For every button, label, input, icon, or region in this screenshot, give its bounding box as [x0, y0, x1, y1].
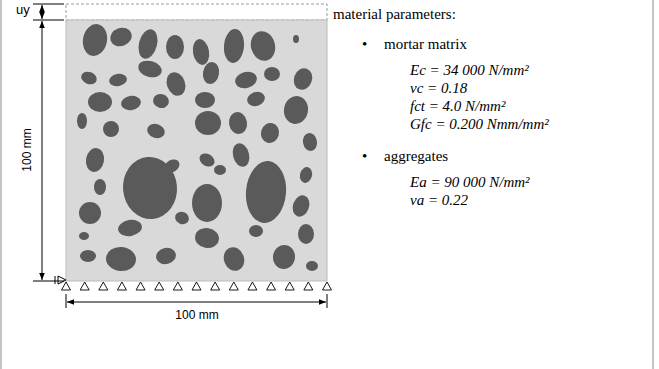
aggregate — [79, 202, 101, 224]
aggregate — [163, 70, 188, 99]
aggregate — [136, 58, 163, 80]
aggregate — [193, 226, 220, 250]
aggregate — [80, 250, 96, 262]
displaced-outline — [66, 4, 327, 20]
aggregate — [264, 67, 280, 81]
aggregate — [120, 94, 142, 111]
roller-support — [173, 282, 182, 290]
roller-support — [117, 282, 126, 290]
roller-support — [192, 282, 201, 290]
roller-support — [285, 282, 294, 290]
displacement-label: uy — [16, 3, 30, 18]
roller-support — [211, 282, 220, 290]
aggregate — [79, 70, 98, 87]
aggregate — [103, 121, 119, 137]
aggregate — [302, 132, 319, 152]
aggregate — [154, 246, 177, 267]
aggregate — [135, 27, 160, 61]
aggregate — [197, 151, 217, 169]
dimension-line — [42, 21, 43, 280]
bullet: • — [362, 36, 367, 53]
roller-support — [229, 282, 238, 290]
extension-line — [33, 281, 64, 282]
aggregate — [79, 232, 89, 240]
parameter-value: Gfc = 0.200 Nmm/mm² — [410, 116, 549, 133]
dimension-line — [67, 302, 326, 303]
aggregate — [94, 179, 106, 195]
dimension-text: 100 mm — [173, 309, 220, 323]
aggregate — [248, 28, 279, 63]
aggregate — [282, 94, 310, 126]
roller-support — [80, 282, 89, 290]
roller-support — [267, 282, 276, 290]
aggregate — [80, 22, 109, 58]
dimension-text: 100 mm — [21, 126, 35, 173]
roller-support — [304, 282, 313, 290]
pin-support — [58, 276, 66, 284]
roller-support — [248, 282, 257, 290]
aggregate — [230, 141, 252, 168]
extension-line — [66, 294, 67, 308]
aggregate — [195, 92, 215, 108]
aggregate — [293, 35, 299, 43]
aggregate — [291, 66, 315, 93]
extension-line — [33, 20, 64, 21]
aggregate — [306, 261, 318, 271]
bullet: • — [362, 148, 367, 165]
aggregate — [271, 243, 297, 270]
aggregate — [290, 193, 313, 219]
aggregate — [259, 121, 282, 145]
roller-support — [136, 282, 145, 290]
parameter-value: fct = 4.0 N/mm² — [410, 98, 505, 115]
aggregate — [151, 92, 170, 110]
aggregate — [88, 92, 112, 112]
parameter-value: Ec = 34 000 N/mm² — [410, 62, 529, 79]
parameter-value: νa = 0.22 — [410, 192, 468, 209]
aggregate — [166, 35, 184, 59]
aggregate — [105, 246, 137, 273]
aggregate — [233, 69, 258, 90]
aggregate — [214, 165, 226, 175]
roller-support — [62, 282, 71, 290]
mortar-matrix — [66, 20, 327, 281]
aggregate — [145, 121, 167, 140]
frame-line — [653, 0, 654, 369]
aggregate — [298, 224, 314, 244]
aggregate — [201, 61, 221, 85]
aggregate — [220, 244, 247, 273]
aggregate — [243, 159, 288, 224]
pin-support — [55, 276, 56, 284]
aggregate — [249, 225, 263, 237]
roller-support — [99, 282, 108, 290]
aggregate — [108, 73, 128, 88]
aggregate — [298, 166, 314, 185]
aggregate — [77, 113, 87, 129]
aggregate — [192, 184, 222, 222]
roller-support — [323, 282, 332, 290]
aggregate — [108, 25, 135, 49]
aggregate — [173, 210, 190, 226]
aggregate — [191, 38, 211, 66]
group-name: mortar matrix — [384, 36, 467, 53]
aggregate — [84, 147, 106, 174]
displacement-dimension — [42, 5, 43, 19]
aggregate — [245, 89, 267, 108]
aggregate — [162, 157, 182, 175]
aggregate — [223, 28, 246, 64]
parameter-value: νc = 0.18 — [410, 80, 467, 97]
aggregate — [227, 111, 249, 136]
heading-text: material parameters: — [333, 6, 456, 23]
group-name: aggregates — [384, 148, 448, 165]
aggregate — [195, 111, 221, 135]
extension-line — [33, 4, 64, 5]
roller-supports — [62, 282, 332, 290]
roller-support — [155, 282, 164, 290]
aggregate — [117, 218, 143, 238]
parameter-value: Ea = 90 000 N/mm² — [410, 174, 530, 191]
aggregates-group — [77, 22, 318, 274]
frame-line — [1, 0, 2, 369]
extension-line — [327, 294, 328, 308]
